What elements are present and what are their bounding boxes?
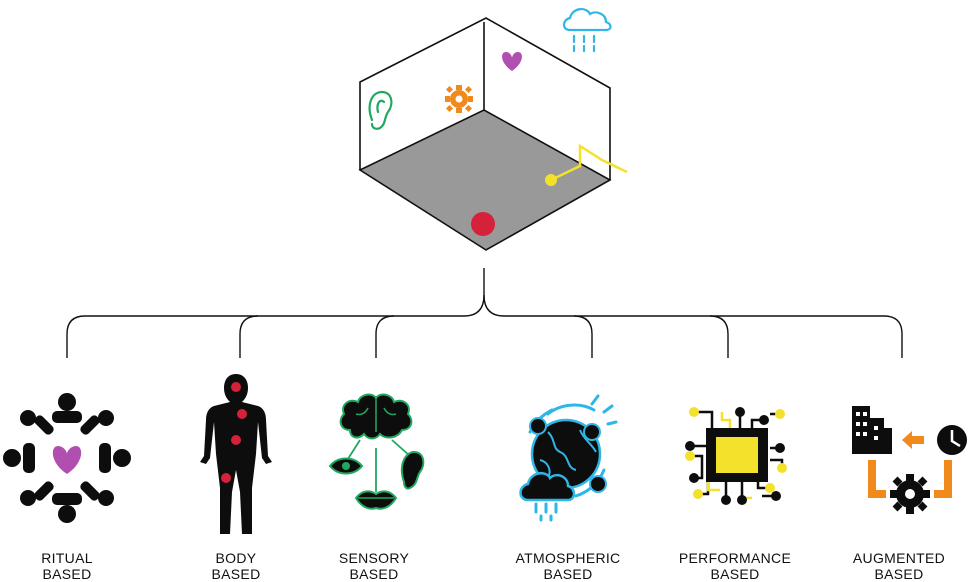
label-body: BODY BASED [166,550,306,582]
label-body-line1: BODY [215,550,257,566]
label-ritual-line1: RITUAL [41,550,93,566]
microchip-icon [685,407,787,505]
human-body-icon [200,374,272,534]
label-atmospheric-line2: BASED [543,566,593,582]
tree-connector [66,268,903,358]
label-body-line2: BASED [211,566,261,582]
label-augmented: AUGMENTED BASED [829,550,969,582]
label-augmented-line2: BASED [874,566,924,582]
ear-icon [368,90,393,130]
label-performance-line1: PERFORMANCE [678,550,792,566]
label-ritual-line2: BASED [42,566,92,582]
label-sensory-line2: BASED [349,566,399,582]
city-clock-gear-icon [852,406,967,514]
cube [358,17,612,251]
circuit-line-icon [545,143,628,186]
label-atmospheric-line1: ATMOSPHERIC [515,550,621,566]
people-circle-heart-icon [3,393,131,523]
cube-outline [359,17,611,180]
label-sensory-line1: SENSORY [338,550,410,566]
label-performance: PERFORMANCE BASED [665,550,805,582]
label-performance-line2: BASED [710,566,760,582]
heart-icon [52,446,82,474]
label-ritual: RITUAL BASED [0,550,137,582]
heart-icon [502,52,522,71]
cloud-rain-icon [562,8,612,53]
red-dot-icon [471,212,495,236]
label-sensory: SENSORY BASED [304,550,444,582]
brain-senses-icon [328,393,425,510]
globe-cloud-icon [519,394,618,522]
label-augmented-line1: AUGMENTED [852,550,946,566]
gear-icon [445,85,473,113]
label-atmospheric: ATMOSPHERIC BASED [498,550,638,582]
